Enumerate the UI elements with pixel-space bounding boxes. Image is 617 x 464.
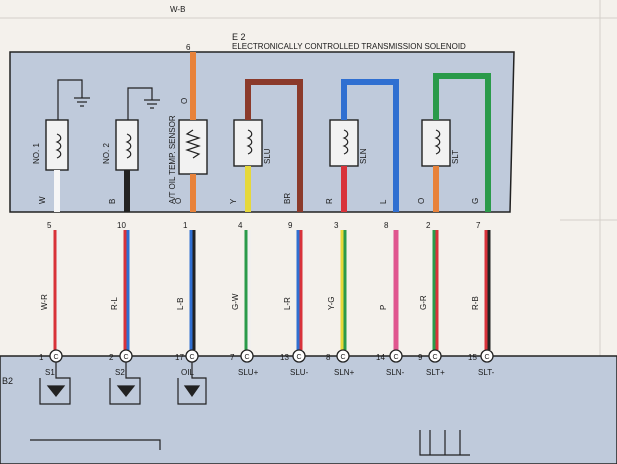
pin-number: 8 bbox=[384, 221, 389, 230]
wire-color-label: R-B bbox=[471, 296, 480, 310]
oil-temp-sensor-box bbox=[178, 119, 208, 175]
pin-number: 10 bbox=[117, 221, 126, 230]
pin-wire-color: BR bbox=[283, 193, 292, 204]
ecu-terminal-label: SLN+ bbox=[334, 368, 355, 377]
solenoid-label: SLU bbox=[263, 148, 272, 164]
wire-sln-loop bbox=[341, 79, 399, 212]
wire-color-label: R-L bbox=[110, 297, 119, 310]
svg-text:C: C bbox=[393, 354, 398, 361]
pin-number: 9 bbox=[288, 221, 293, 230]
pin-number: 3 bbox=[334, 221, 339, 230]
svg-text:C: C bbox=[244, 354, 249, 361]
solenoid-label: SLT bbox=[451, 150, 460, 164]
component-title: ELECTRONICALLY CONTROLLED TRANSMISSION S… bbox=[232, 42, 466, 51]
ecu-driver-symbols bbox=[30, 362, 470, 456]
ecu-terminal-label: SLU- bbox=[290, 368, 309, 377]
pin-wire-color: L bbox=[379, 199, 388, 204]
ecu-terminal-label: SLT+ bbox=[426, 368, 445, 377]
connector-circles bbox=[49, 349, 494, 363]
page-corner: B2 bbox=[2, 376, 13, 386]
wire-color-label: W-R bbox=[40, 294, 49, 310]
svg-text:C: C bbox=[340, 354, 345, 361]
component-code: E 2 bbox=[232, 32, 246, 42]
connector-pin-number: 9 bbox=[418, 353, 423, 362]
pin-wire-color: R bbox=[325, 198, 334, 204]
pin-number: 4 bbox=[238, 221, 243, 230]
coil-symbols bbox=[55, 129, 441, 159]
wire-color-label: G-R bbox=[419, 295, 428, 310]
top-pin-label: 6 bbox=[186, 43, 191, 52]
pin-wire-color: W bbox=[38, 196, 47, 204]
wire-slt-loop bbox=[433, 73, 491, 212]
solenoid-label: A/T OIL TEMP. SENSOR bbox=[168, 115, 177, 204]
svg-text:C: C bbox=[432, 354, 437, 361]
solenoid-slt-box bbox=[421, 119, 451, 167]
wire-color-label: P bbox=[379, 305, 388, 310]
connector-pin-number: 17 bbox=[175, 353, 184, 362]
connector-pin-number: 8 bbox=[326, 353, 331, 362]
pin-number: 2 bbox=[426, 221, 431, 230]
pin-wire-color: G bbox=[471, 198, 480, 204]
ecu-terminal-label: S1 bbox=[45, 368, 55, 377]
connector-pin-number: 2 bbox=[109, 353, 114, 362]
connector-pin-number: 13 bbox=[280, 353, 289, 362]
ground-symbols bbox=[57, 79, 160, 120]
solenoid-label: SLN bbox=[359, 148, 368, 164]
solenoid-label: NO. 1 bbox=[32, 143, 41, 164]
ecu-terminal-label: OIL bbox=[181, 368, 194, 377]
solenoid-label: NO. 2 bbox=[102, 143, 111, 164]
solenoid-sln-box bbox=[329, 119, 359, 167]
connector-pin-number: 7 bbox=[230, 353, 235, 362]
svg-text:C: C bbox=[189, 354, 194, 361]
svg-text:C: C bbox=[53, 354, 58, 361]
ecu-terminal-label: SLT- bbox=[478, 368, 495, 377]
pin-wire-color: Y bbox=[229, 198, 238, 204]
wire-slu-loop bbox=[245, 79, 303, 212]
ecu-box bbox=[0, 355, 617, 464]
wire-color-label: L-R bbox=[283, 297, 292, 310]
pin-wire-color: O bbox=[174, 198, 183, 204]
wire-color-label: L-B bbox=[176, 298, 185, 310]
wires bbox=[53, 52, 491, 350]
pin-number: 1 bbox=[183, 221, 188, 230]
harness-wires bbox=[53, 230, 491, 350]
pin-wire-color: O bbox=[417, 198, 426, 204]
top-wire-color: O bbox=[180, 98, 189, 104]
pin-wire-color: B bbox=[108, 199, 117, 204]
connector-pin-number: 14 bbox=[376, 353, 385, 362]
solenoid-no2-box bbox=[115, 119, 139, 171]
ecu-terminal-label: S2 bbox=[115, 368, 125, 377]
coil-boxes bbox=[45, 119, 451, 175]
ecu-terminal-label: SLN- bbox=[386, 368, 405, 377]
faint-top-text: W-B bbox=[170, 5, 185, 14]
ecu-terminal-label: SLU+ bbox=[238, 368, 259, 377]
solenoid-no1-box bbox=[45, 119, 69, 171]
solenoid-slu-box bbox=[233, 119, 263, 167]
connector-pin-number: 15 bbox=[468, 353, 477, 362]
svg-text:C: C bbox=[123, 354, 128, 361]
svg-text:C: C bbox=[484, 354, 489, 361]
pin-number: 5 bbox=[47, 221, 52, 230]
connector-pin-number: 1 bbox=[39, 353, 44, 362]
svg-text:C: C bbox=[296, 354, 301, 361]
wire-color-label: Y-G bbox=[327, 297, 336, 311]
wire-color-label: G-W bbox=[231, 293, 240, 310]
pin-number: 7 bbox=[476, 221, 481, 230]
